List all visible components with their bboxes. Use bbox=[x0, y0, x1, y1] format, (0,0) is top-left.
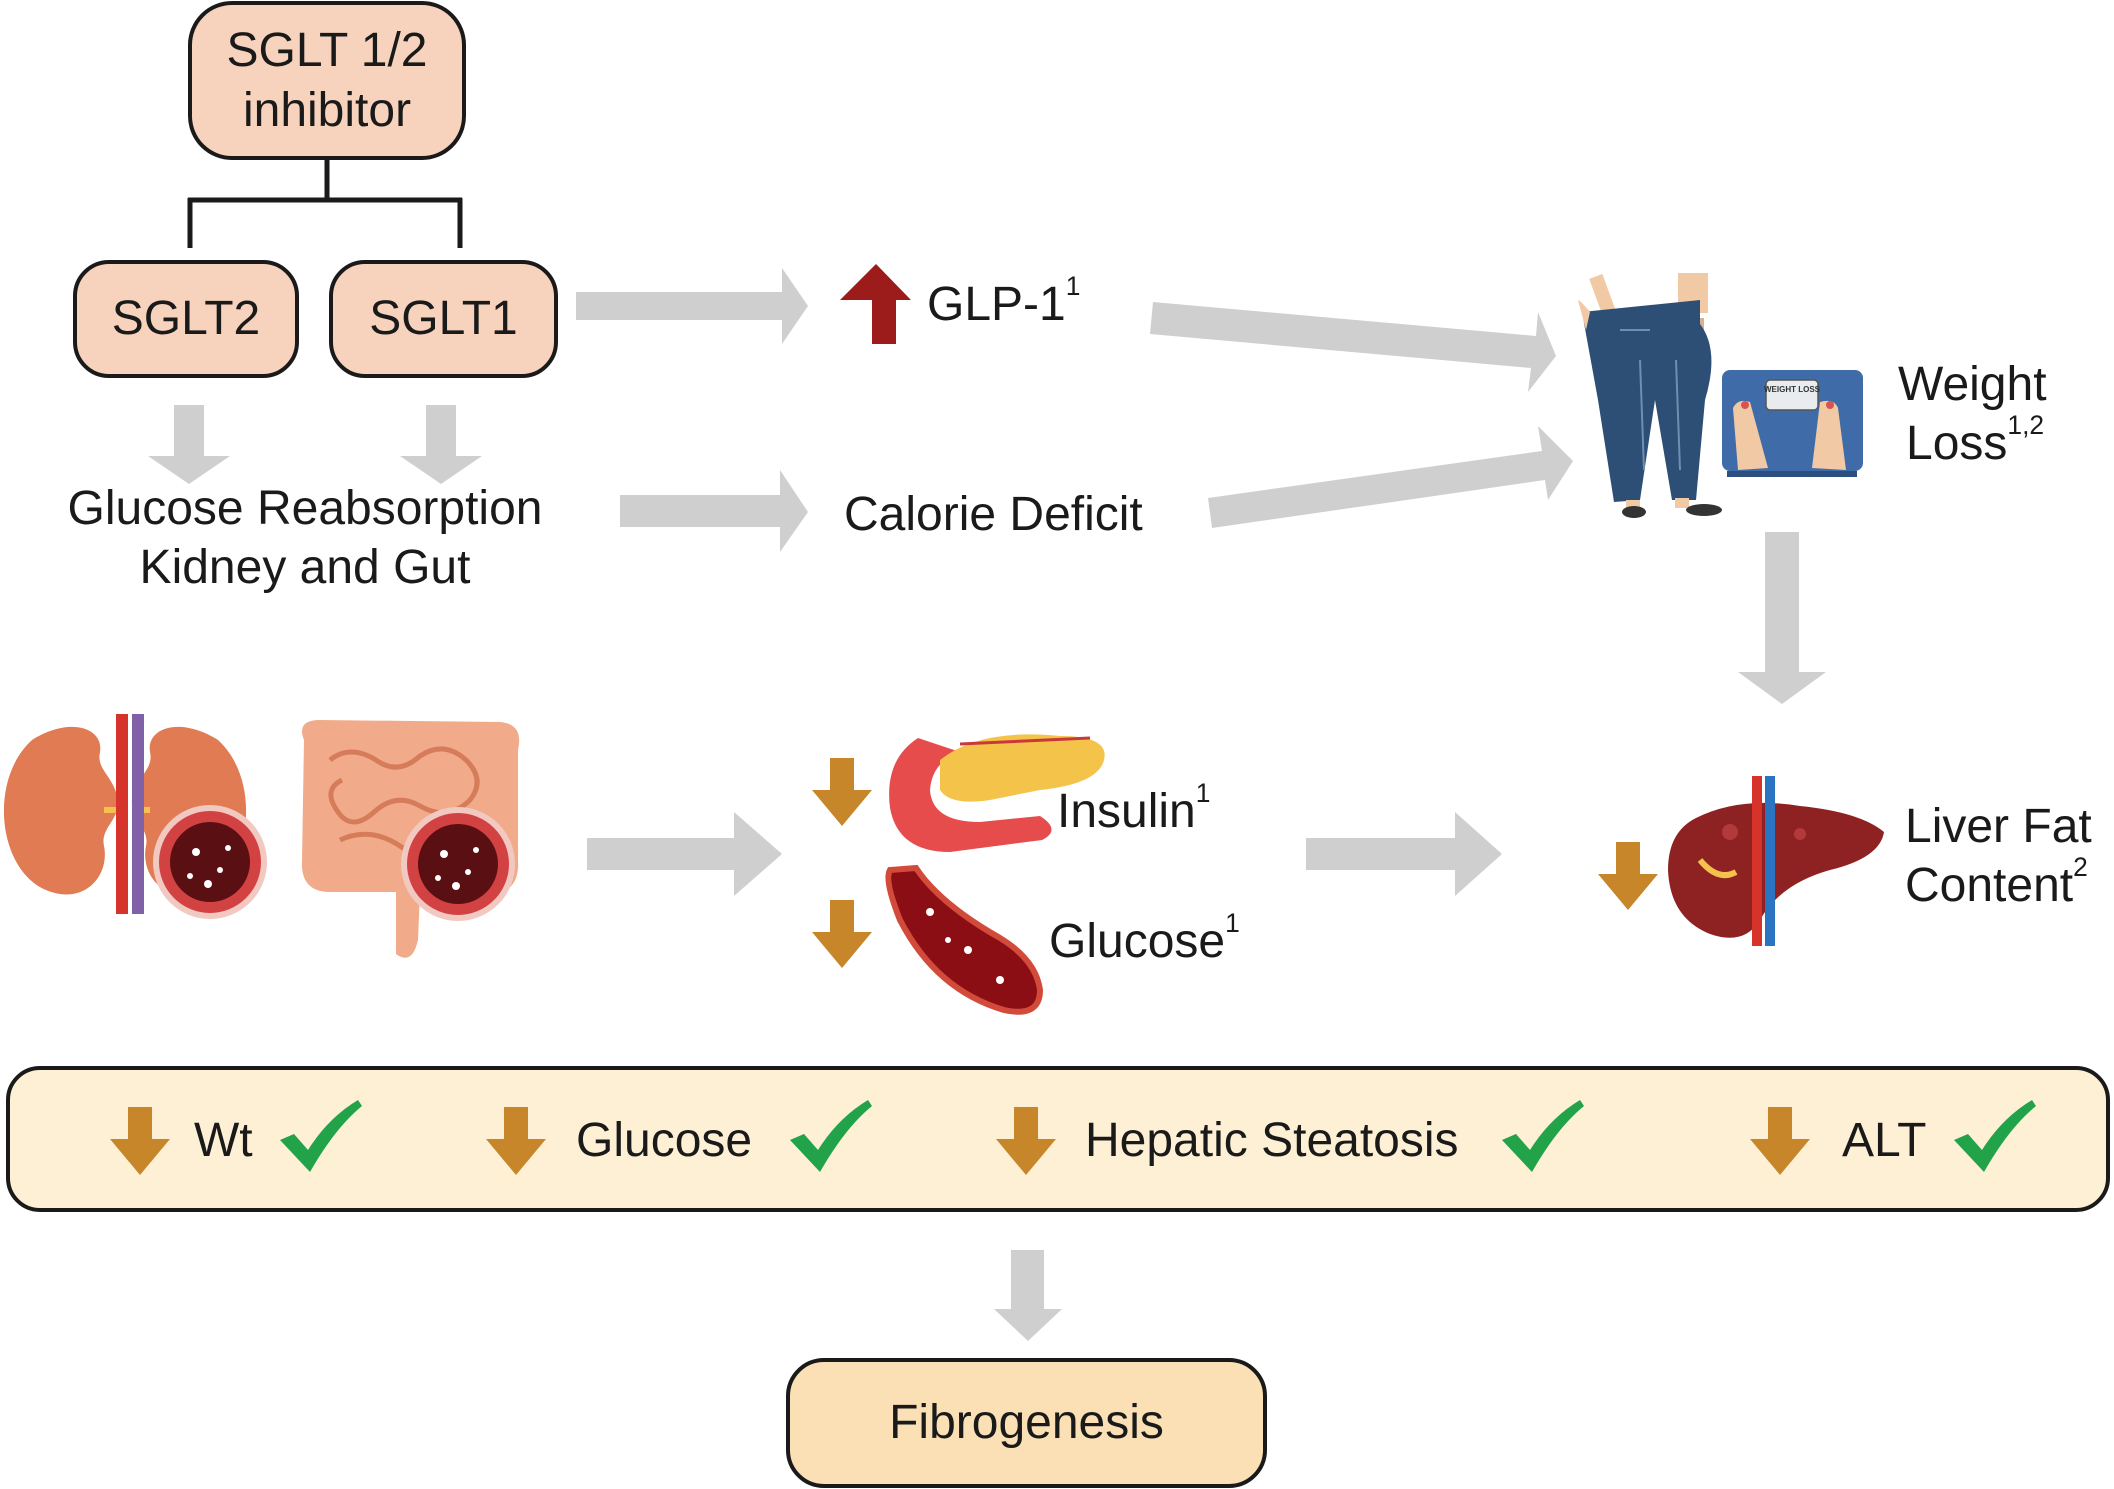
liver-icon bbox=[1668, 776, 1884, 946]
arrow-sglt2-down bbox=[148, 405, 230, 484]
arrow-glp1-to-weight bbox=[1150, 302, 1556, 392]
glp1-ref: 1 bbox=[1065, 270, 1081, 301]
glucose-ref: 1 bbox=[1225, 907, 1240, 938]
reabsorption-line2: Kidney and Gut bbox=[139, 540, 471, 594]
arrow-reabs-to-calorie bbox=[620, 470, 808, 552]
arrow-organs-to-pancreas bbox=[587, 812, 782, 896]
sglt2-box bbox=[73, 260, 299, 378]
sglt2-text: SGLT2 bbox=[111, 292, 261, 345]
weight-loss-line1: Weight bbox=[1898, 358, 2047, 411]
sglt1-label: SGLT1 bbox=[331, 262, 556, 376]
arrow-pancreas-to-liver bbox=[1306, 812, 1502, 896]
liver-fat-text: Content bbox=[1905, 858, 2074, 912]
arrow-calorie-to-weight bbox=[1208, 426, 1573, 528]
fibrogenesis-text: Fibrogenesis bbox=[889, 1396, 1164, 1449]
vessel-section-icon bbox=[401, 807, 515, 921]
down-arrow-icon bbox=[1598, 842, 1658, 910]
glp1-text: GLP-1 bbox=[927, 278, 1066, 331]
arrow-sglt1-down bbox=[400, 405, 482, 484]
arrow-outcome-to-fib bbox=[994, 1250, 1062, 1341]
outcome-alt: ALT bbox=[1842, 1114, 1927, 1167]
scale-sign: WEIGHT LOSS bbox=[1764, 385, 1821, 394]
liver-fat-label: Liver Fat Content2 bbox=[1905, 798, 2092, 915]
insulin-label: Insulin1 bbox=[1057, 780, 1210, 842]
inhibitor-label: SGLT 1/2 inhibitor bbox=[190, 3, 464, 158]
weight-loss-person-icon bbox=[1578, 273, 1722, 518]
outcome-hepatic-steatosis: Hepatic Steatosis bbox=[1085, 1114, 1459, 1167]
down-arrow-icon bbox=[812, 758, 872, 826]
inhibitor-line1: SGLT 1/2 bbox=[226, 23, 428, 77]
weight-loss-text: Loss bbox=[1906, 416, 2008, 470]
glp1-label: GLP-11 bbox=[927, 273, 1080, 335]
scale-icon: WEIGHT LOSS bbox=[1722, 370, 1863, 477]
pancreas-icon bbox=[889, 734, 1105, 852]
vessel-section-icon bbox=[153, 805, 267, 919]
blood-vessel-icon bbox=[885, 864, 1044, 1015]
insulin-ref: 1 bbox=[1195, 777, 1211, 808]
reabsorption-line1: Glucose Reabsorption bbox=[67, 482, 543, 535]
sglt2-label: SGLT2 bbox=[75, 262, 297, 376]
gray-arrows bbox=[148, 268, 1826, 1341]
bracket-connector bbox=[187, 158, 463, 248]
glucose-text: Glucose bbox=[1049, 915, 1226, 968]
fibrogenesis-box bbox=[786, 1358, 1267, 1488]
liver-fat-ref: 2 bbox=[2073, 851, 2088, 882]
outcome-wt: Wt bbox=[194, 1114, 253, 1167]
down-arrow-icon bbox=[812, 900, 872, 968]
outcome-glucose: Glucose bbox=[576, 1114, 753, 1167]
sglt1-box bbox=[329, 260, 558, 378]
up-arrow-icon bbox=[840, 264, 911, 344]
arrow-weight-down bbox=[1738, 532, 1826, 704]
reabsorption-label: Glucose Reabsorption Kidney and Gut bbox=[20, 480, 590, 597]
arrow-sglt-to-glp1 bbox=[576, 268, 808, 344]
glucose-label: Glucose1 bbox=[1049, 910, 1240, 972]
weight-loss-ref: 1,2 bbox=[2007, 409, 2045, 440]
liver-fat-line1: Liver Fat bbox=[1905, 800, 2092, 853]
inhibitor-line2: inhibitor bbox=[242, 83, 412, 137]
sglt1-text: SGLT1 bbox=[369, 292, 518, 345]
liver-fat-line2: Content2 bbox=[1905, 853, 2092, 916]
insulin-text: Insulin bbox=[1057, 785, 1196, 838]
outcome-bar bbox=[6, 1066, 2110, 1212]
weight-loss-line2: Loss1,2 bbox=[1898, 411, 2047, 474]
calorie-deficit-label: Calorie Deficit bbox=[844, 488, 1143, 541]
fibrogenesis-label: Fibrogenesis bbox=[788, 1360, 1265, 1486]
weight-loss-label: Weight Loss1,2 bbox=[1898, 356, 2047, 473]
